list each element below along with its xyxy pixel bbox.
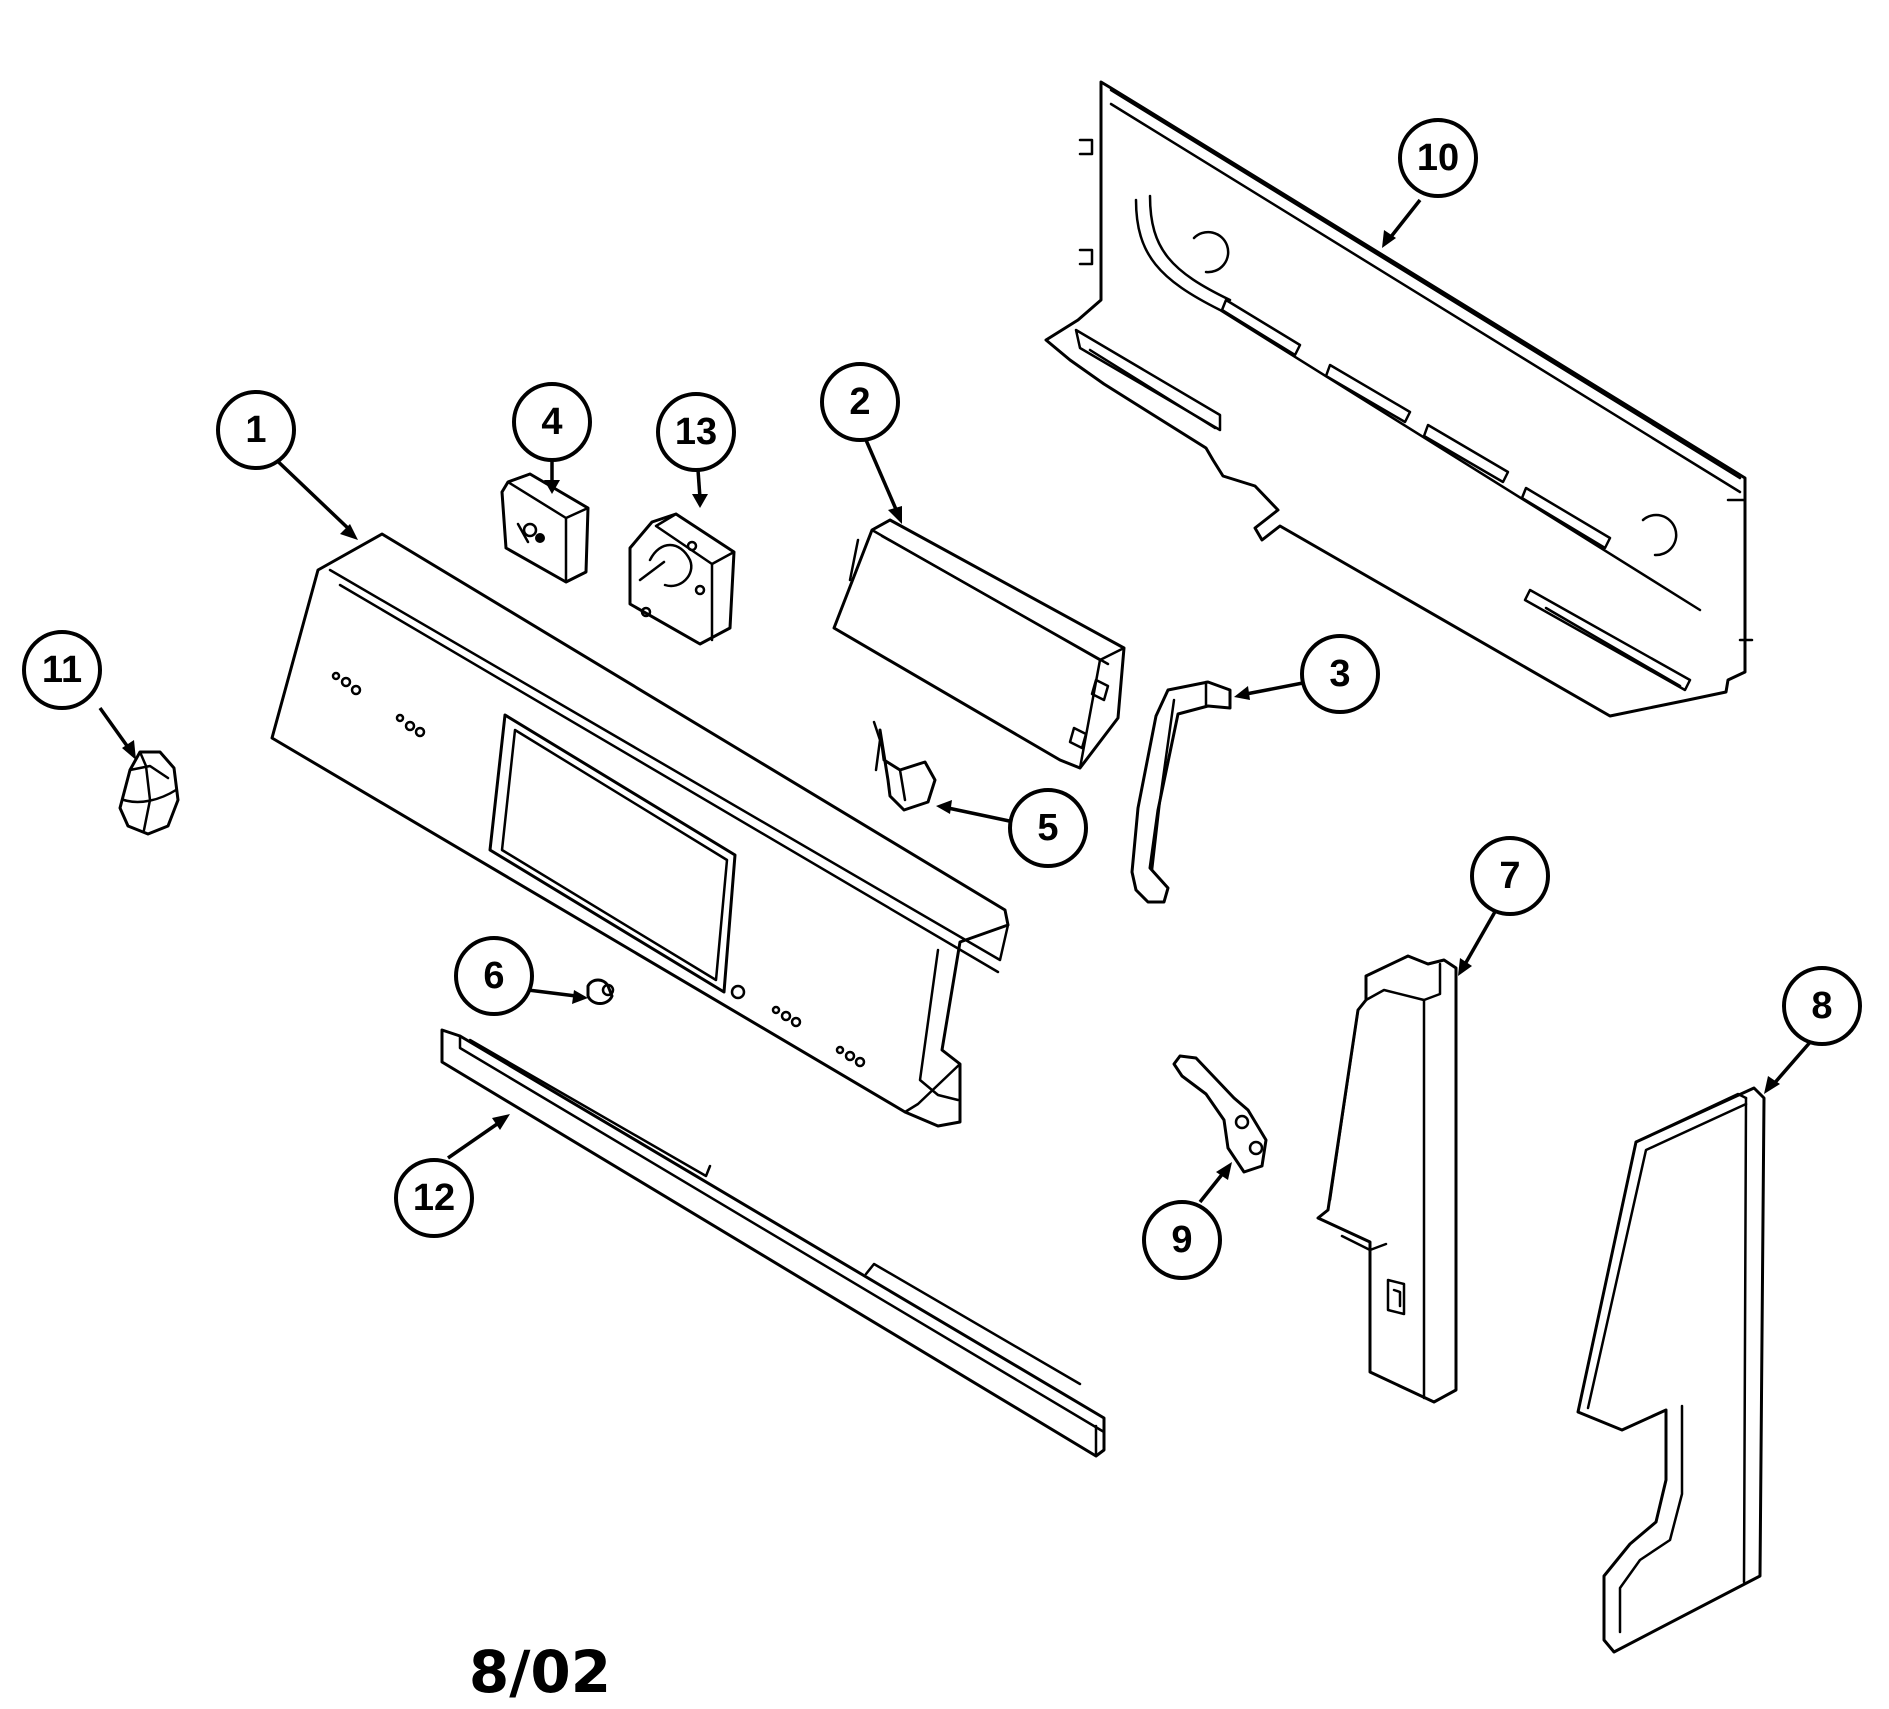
callout-label-10: 10	[1417, 137, 1459, 179]
callout-label-3: 3	[1329, 653, 1350, 695]
callout-label-7: 7	[1499, 855, 1520, 897]
callout-1: 1	[216, 390, 296, 470]
callout-label-13: 13	[675, 411, 717, 453]
part-9-bracket	[1172, 1054, 1268, 1174]
callout-label-8: 8	[1811, 985, 1832, 1027]
callout-label-6: 6	[483, 955, 504, 997]
callout-10: 10	[1398, 118, 1478, 198]
callout-6: 6	[454, 936, 534, 1016]
callout-7: 7	[1470, 836, 1550, 916]
callout-label-1: 1	[245, 409, 266, 451]
panel-holes	[331, 671, 866, 1068]
callout-9: 9	[1142, 1200, 1222, 1280]
part-10-rear-bracket	[1044, 80, 1754, 718]
callout-12: 12	[394, 1158, 474, 1238]
leader-lines	[98, 198, 1814, 1204]
part-5-clip	[872, 720, 937, 812]
callout-5: 5	[1008, 788, 1088, 868]
part-4-switch	[500, 472, 590, 584]
callout-2: 2	[820, 362, 900, 442]
callout-label-4: 4	[541, 401, 562, 443]
callout-label-5: 5	[1037, 807, 1058, 849]
part-8-end-cap	[1576, 1086, 1766, 1654]
part-3-bracket	[1130, 680, 1232, 904]
part-1-control-panel	[270, 532, 1010, 1128]
callout-4: 4	[512, 382, 592, 462]
callout-8: 8	[1782, 966, 1862, 1046]
part-6-button	[586, 978, 615, 1005]
callout-3: 3	[1300, 634, 1380, 714]
part-2-control-module	[832, 518, 1126, 770]
part-7-side-panel	[1316, 954, 1458, 1404]
callout-11: 11	[22, 630, 102, 710]
callout-label-9: 9	[1171, 1219, 1192, 1261]
callout-label-2: 2	[849, 381, 870, 423]
revision-date: 8/02	[469, 1638, 611, 1706]
callouts: 1 2 3 4 5 6 7 8 9 10 11 12 13	[22, 118, 1862, 1280]
callout-13: 13	[656, 392, 736, 472]
callout-label-12: 12	[413, 1177, 455, 1219]
part-12-trim-strip	[440, 1028, 1106, 1458]
part-13-timer	[628, 512, 736, 646]
part-11-knob	[118, 750, 180, 836]
callout-label-11: 11	[42, 649, 82, 691]
